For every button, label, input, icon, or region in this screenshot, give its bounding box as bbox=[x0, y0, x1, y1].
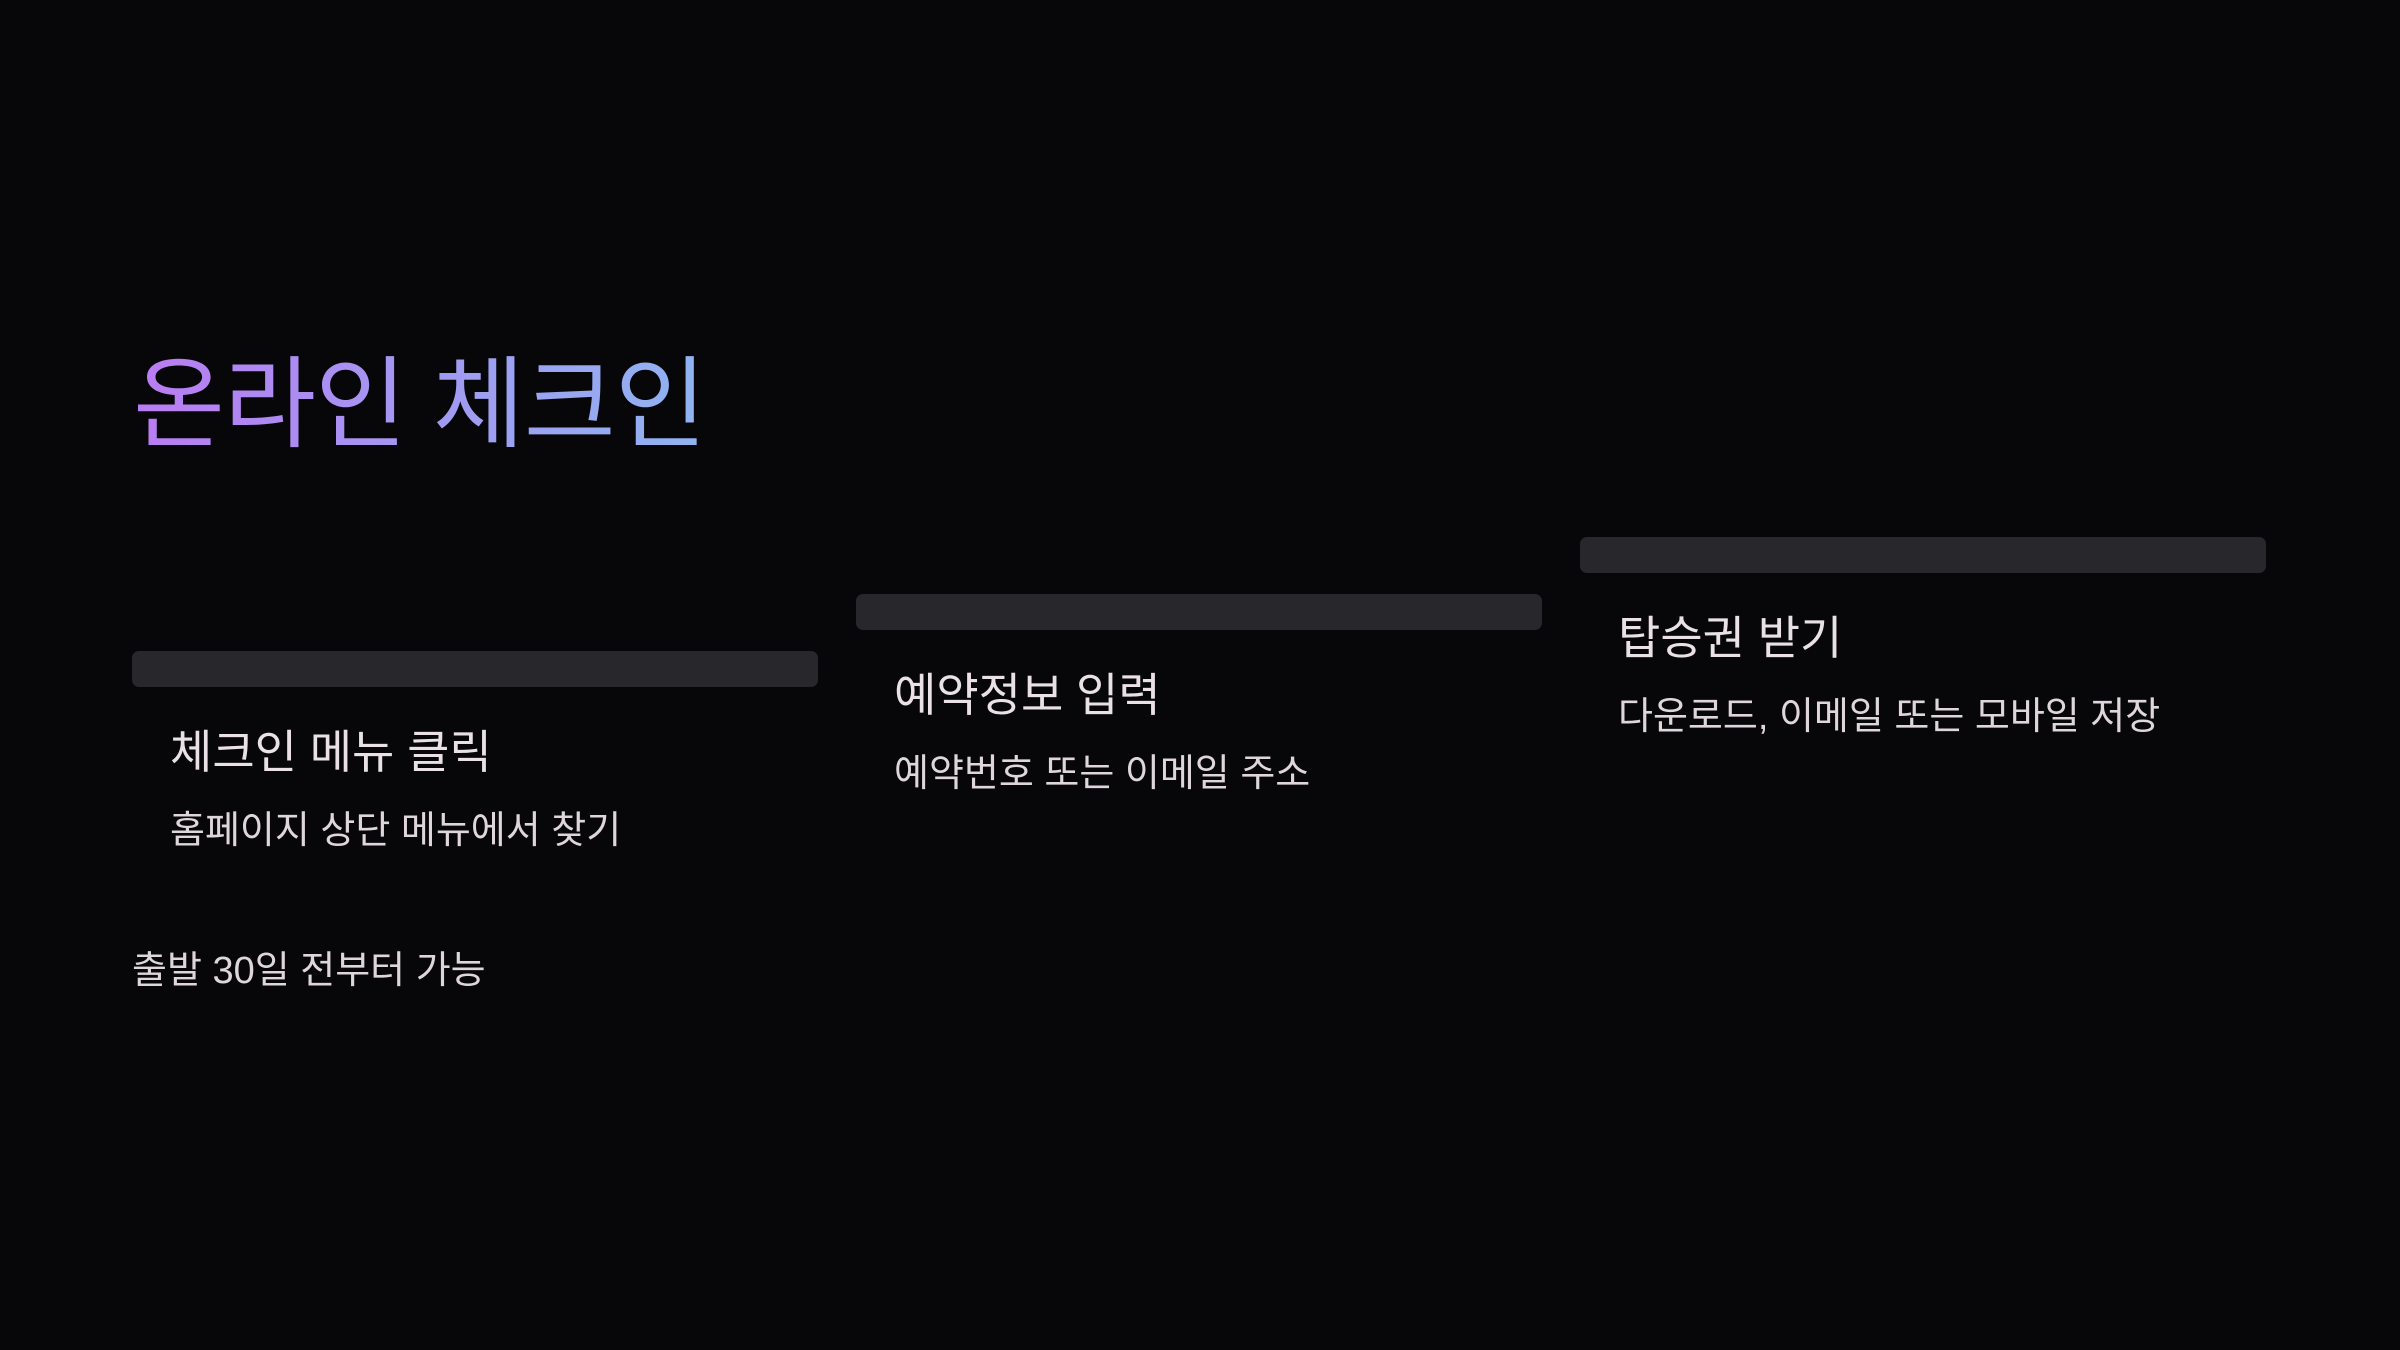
step-heading: 탑승권 받기 bbox=[1618, 612, 1843, 664]
page-title: 온라인 체크인 bbox=[133, 349, 707, 461]
step-heading: 체크인 메뉴 클릭 bbox=[170, 726, 492, 778]
step-subtitle: 홈페이지 상단 메뉴에서 찾기 bbox=[170, 810, 622, 852]
step-accent-bar bbox=[856, 594, 1542, 630]
step-2: 예약정보 입력 예약번호 또는 이메일 주소 bbox=[856, 594, 1542, 797]
step-subtitle: 예약번호 또는 이메일 주소 bbox=[894, 753, 1311, 795]
step-accent-bar bbox=[1580, 537, 2266, 573]
step-note: 출발 30일 전부터 가능 bbox=[132, 950, 486, 992]
step-1: 체크인 메뉴 클릭 홈페이지 상단 메뉴에서 찾기 출발 30일 전부터 가능 bbox=[132, 651, 818, 994]
step-heading: 예약정보 입력 bbox=[894, 669, 1161, 721]
step-accent-bar bbox=[132, 651, 818, 687]
step-subtitle: 다운로드, 이메일 또는 모바일 저장 bbox=[1618, 696, 2161, 738]
step-3: 탑승권 받기 다운로드, 이메일 또는 모바일 저장 bbox=[1580, 537, 2266, 740]
